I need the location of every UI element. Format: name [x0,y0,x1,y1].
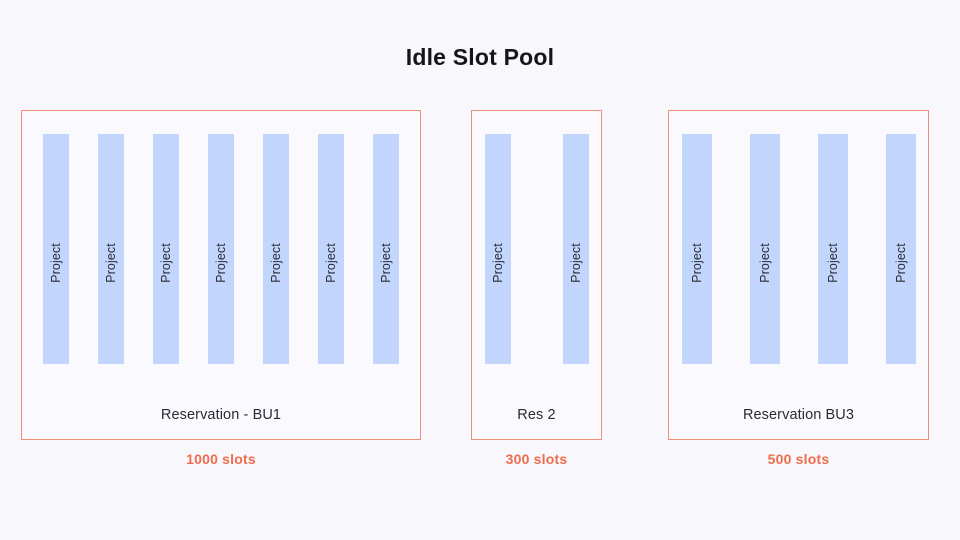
project-bar[interactable]: Project [43,134,69,364]
project-bar-label: Project [49,242,63,283]
project-bar[interactable]: Project [153,134,179,364]
project-bar-label: Project [825,242,840,283]
project-bar[interactable]: Project [98,134,124,364]
reservation-slot-count: 500 slots [767,451,830,467]
reservation-box[interactable]: Project Project Project Project Project Proje… [21,110,421,440]
project-bar-label: Project [104,242,118,283]
project-bar[interactable]: Project [318,134,344,364]
reservation-slot-count: 1000 slots [186,451,256,467]
reservation-name: Reservation - BU1 [160,407,282,423]
project-bar[interactable]: Project [885,134,916,364]
project-bar-label: Project [757,242,772,283]
project-bar[interactable]: Project [562,134,589,364]
project-bars: Project Project Project Project [669,134,928,364]
project-bar-label: Project [568,242,583,283]
project-bar-label: Project [269,242,283,283]
project-bar-label: Project [379,242,393,283]
reservation-name: Res 2 [517,407,556,423]
project-bar-label: Project [893,242,908,283]
project-bar-label: Project [214,242,228,283]
project-bars: Project Project [472,134,601,364]
page-title: Idle Slot Pool [405,44,555,70]
reservation-group: Project Project Project Project Project Proje… [21,110,421,490]
reservation-name: Reservation BU3 [742,407,855,423]
project-bar-label: Project [159,242,173,283]
project-bars: Project Project Project Project Project Proje… [22,134,420,364]
project-bar[interactable]: Project [817,134,848,364]
project-bar[interactable]: Project [263,134,289,364]
project-bar[interactable]: Project [749,134,780,364]
project-bar-label: Project [490,242,505,283]
project-bar-label: Project [324,242,338,283]
project-bar[interactable]: Project [208,134,234,364]
project-bar[interactable]: Project [484,134,511,364]
project-bar-label: Project [689,242,704,283]
project-bar[interactable]: Project [681,134,712,364]
project-bar[interactable]: Project [373,134,399,364]
reservation-slot-count: 300 slots [505,451,568,467]
